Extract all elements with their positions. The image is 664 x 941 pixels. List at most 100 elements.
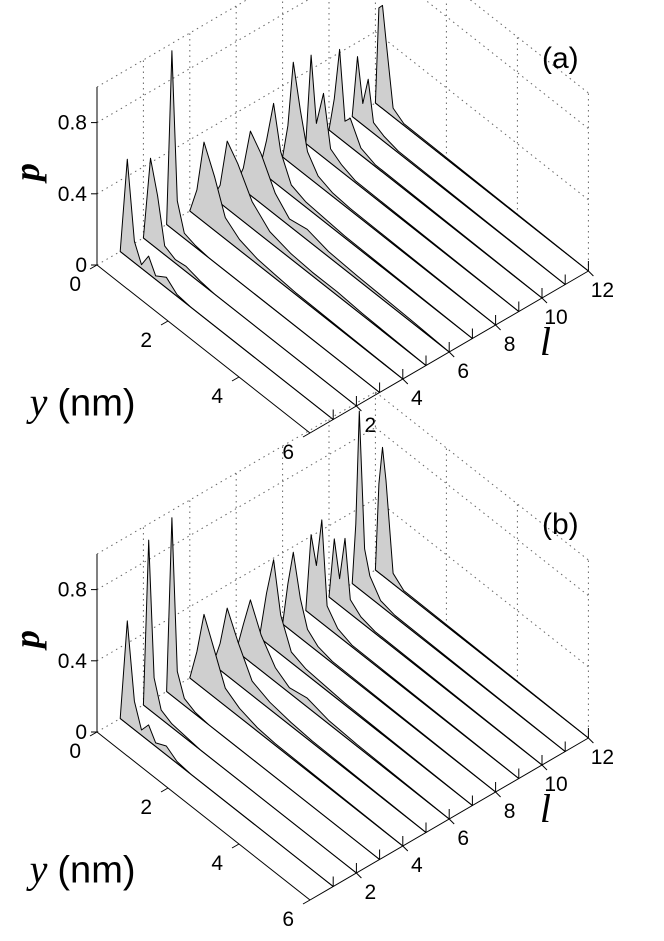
grid-edge [469, 0, 589, 94]
l-tick-mark [402, 378, 409, 385]
series-baseline-l1 [119, 251, 334, 420]
y-axis-label: y(nm) [26, 379, 136, 424]
y-axis-variable: y [26, 846, 48, 891]
l-axis-label: l [540, 786, 551, 831]
l-tick-label: 8 [504, 333, 516, 356]
series-baseline-l10 [328, 129, 543, 299]
l-axis-label: l [540, 319, 551, 364]
y-axis-line [96, 264, 311, 434]
y-tick-mark [231, 376, 240, 382]
series-area-l3 [166, 50, 381, 393]
series-baseline-l10 [328, 596, 543, 766]
grid-line [424, 0, 589, 129]
l-tick-label: 2 [365, 881, 377, 904]
y-tick-label: 4 [211, 852, 223, 875]
grid [96, 0, 589, 272]
l-tick-mark [495, 324, 501, 331]
series-area-l6 [235, 599, 450, 820]
series-baseline-l4 [189, 677, 404, 847]
series-area-l5 [212, 607, 427, 833]
z-axis-label: p [7, 630, 47, 651]
z-tick-label: 0.4 [58, 650, 88, 673]
grid-edge [375, 391, 589, 561]
series-baseline-l9 [305, 143, 520, 312]
z-axis: 0 0.4 0.8 p [7, 554, 98, 744]
l-tick-mark [402, 845, 409, 852]
series-area-l6 [235, 130, 450, 353]
y-tick-label: 0 [69, 740, 81, 763]
y-axis-line [96, 731, 311, 901]
l-tick-mark [448, 351, 455, 358]
series-area-l5 [212, 140, 427, 366]
series-baseline-l8 [282, 623, 496, 793]
y-axis-unit: (nm) [57, 382, 135, 424]
series-baseline-l5 [212, 197, 427, 366]
grid-line [375, 498, 589, 668]
series-area-l7 [258, 559, 473, 806]
y-axis: 0 2 4 6 y(nm) [26, 731, 311, 931]
l-tick-label: 10 [544, 306, 567, 329]
series-area-l4 [189, 613, 404, 847]
y-tick-mark [89, 264, 98, 270]
grid-line [375, 427, 589, 596]
l-tick-label: 4 [411, 387, 423, 410]
z-axis: 00.40.8p [7, 87, 98, 277]
series-area-l9 [305, 519, 520, 779]
series-baseline-l12 [375, 569, 589, 739]
l-tick-label: 2 [365, 414, 377, 437]
z-tick-label: 0 [75, 254, 87, 277]
panel-label: (a) [542, 42, 579, 75]
y-axis-label: y(nm) [26, 846, 136, 891]
y-tick-label: 6 [282, 908, 294, 931]
series-area-l4 [189, 141, 404, 380]
y-tick-label: 0 [69, 273, 81, 296]
l-tick-mark [541, 764, 548, 771]
series-baseline-l6 [235, 183, 450, 353]
l-tick-label: 6 [457, 360, 469, 383]
y-axis-variable: y [26, 379, 48, 424]
l-tick-mark [541, 297, 548, 304]
l-tick-label: 6 [457, 827, 469, 850]
y-tick-label: 6 [282, 441, 294, 464]
series-baseline-l4 [189, 210, 404, 380]
y-tick-mark [160, 787, 169, 793]
series-baseline-l11 [351, 116, 566, 285]
series-baseline-l12 [375, 102, 589, 272]
series-baseline-l6 [235, 650, 450, 820]
series-baseline-l3 [166, 224, 380, 393]
z-tick-label: 0.4 [58, 183, 88, 206]
y-tick-mark [89, 731, 98, 737]
series-area-l12 [374, 446, 589, 739]
l-tick-label: 8 [504, 800, 516, 823]
y-tick-mark [160, 320, 169, 326]
l-tick-mark [588, 270, 594, 277]
series-baseline-l2 [143, 704, 357, 874]
l-axis: 2 4 6 8 10 12 l [309, 737, 614, 904]
y-tick-label: 2 [140, 796, 152, 819]
series-baseline-l3 [166, 691, 380, 860]
l-tick-mark [356, 872, 362, 879]
z-tick-label: 0.8 [58, 112, 87, 135]
y-axis-unit: (nm) [57, 849, 135, 891]
l-tick-mark [356, 405, 362, 412]
z-tick-label: 0.8 [58, 579, 87, 602]
l-tick-label: 10 [544, 773, 567, 796]
l-tick-mark [588, 737, 594, 744]
series-area-l8 [282, 61, 497, 326]
l-tick-label: 4 [411, 854, 423, 877]
l-axis: 2 4 6 8 10 12 l [309, 270, 614, 437]
y-tick-mark [302, 432, 311, 438]
y-tick-mark [302, 899, 311, 905]
z-tick-label: 0 [75, 721, 87, 744]
l-tick-label: 12 [591, 279, 614, 302]
y-tick-label: 4 [211, 385, 223, 408]
series-group [119, 4, 589, 420]
series-baseline-l5 [212, 664, 427, 833]
l-tick-label: 12 [591, 746, 614, 769]
series-area-l7 [258, 102, 473, 339]
